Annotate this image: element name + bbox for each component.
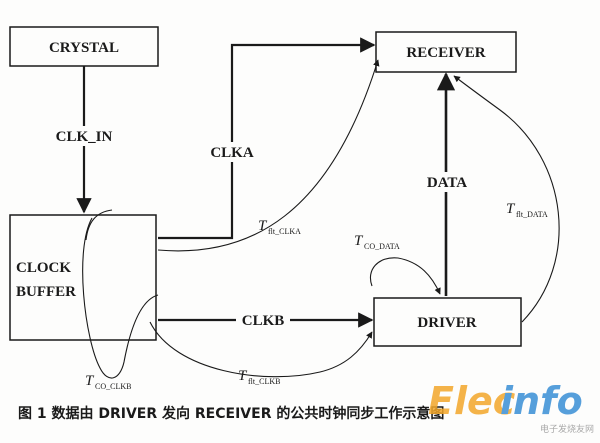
svg-text:CO_DATA: CO_DATA [364,242,400,251]
data-label: DATA [427,175,467,191]
clock-buffer-label-line1: CLOCK [16,260,71,276]
clkb-label: CLKB [242,313,285,329]
svg-text:T: T [506,201,516,217]
watermark-tagline: 电子发烧友网 [540,423,594,435]
watermark-brand-a: Elec [428,379,516,423]
t-co-clkb-loop-top [85,209,113,241]
clock-buffer-box: CLOCK BUFFER [9,214,157,341]
t-flt-clka-curve [157,59,380,252]
svg-text:T: T [354,233,364,249]
clka-label: CLKA [210,145,254,161]
data-connector: DATA [420,72,474,296]
driver-label: DRIVER [417,315,476,331]
crystal-label: CRYSTAL [49,40,119,56]
svg-text:flt_DATA: flt_DATA [516,210,548,219]
t-co-clkb-label: T CO_CLKB [85,373,131,391]
svg-text:T: T [85,373,95,389]
t-co-data-loop [370,257,441,295]
watermark-brand-b: info [500,379,583,423]
t-flt-clka-label: T flt_CLKA [258,218,301,236]
clka-connector: CLKA [158,37,376,240]
receiver-box: RECEIVER [375,31,517,73]
t-flt-data-curve [453,75,560,323]
clk-in-label: CLK_IN [56,129,113,145]
clkb-connector: CLKB [158,310,374,330]
t-flt-clkb-curve [149,321,373,378]
svg-text:T: T [258,218,268,234]
svg-text:T: T [238,368,248,384]
receiver-label: RECEIVER [406,45,485,61]
t-co-data-label: T CO_DATA [354,233,400,251]
svg-text:flt_CLKA: flt_CLKA [268,227,301,236]
t-flt-clkb-label: T flt_CLKB [238,368,280,386]
svg-text:CO_CLKB: CO_CLKB [95,382,131,391]
driver-box: DRIVER [373,297,522,347]
figure-caption: 图 1 数据由 DRIVER 发向 RECEIVER 的公共时钟同步工作示意图 [18,405,444,422]
t-flt-data-label: T flt_DATA [506,201,548,219]
clock-buffer-label-line2: BUFFER [16,284,76,300]
crystal-box: CRYSTAL [9,26,159,67]
svg-text:flt_CLKB: flt_CLKB [248,377,280,386]
clk-in-connector: CLK_IN [52,66,116,214]
t-co-clkb-loop [82,217,159,379]
watermark-logo: Elec info 电子发烧友网 [428,379,594,435]
